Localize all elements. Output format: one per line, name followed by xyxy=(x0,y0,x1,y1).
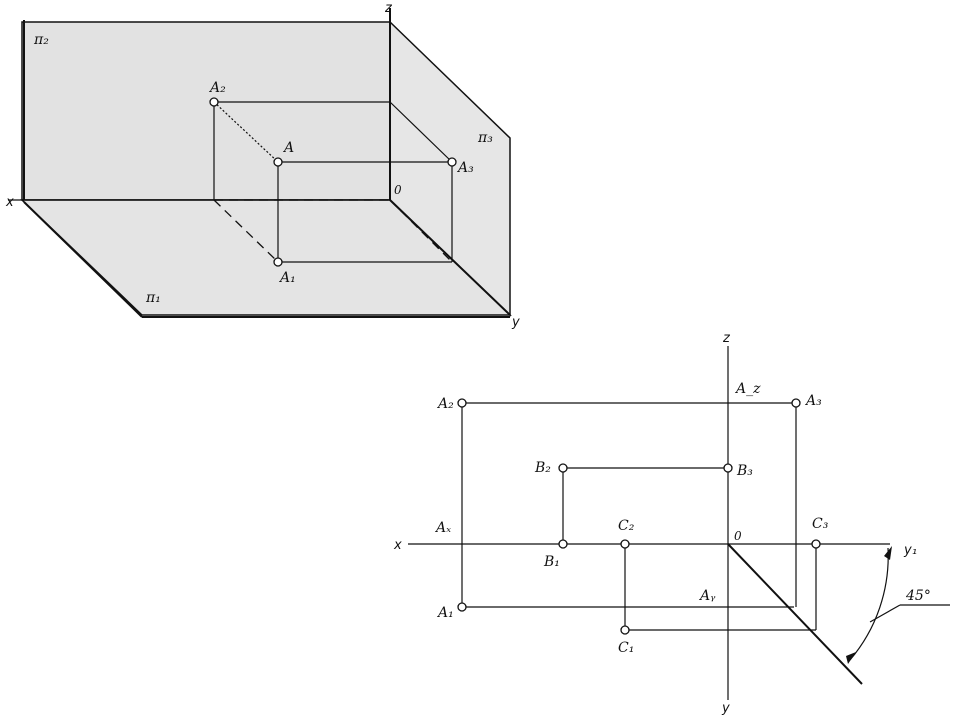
point-a xyxy=(273,157,283,167)
y-axis-line xyxy=(389,199,511,316)
origin-label: 0 xyxy=(394,183,402,197)
label-az: A_z xyxy=(734,381,761,397)
label-b3: B₃ xyxy=(736,463,753,479)
x-axis-label: x xyxy=(393,538,402,553)
plane-pi2 xyxy=(21,21,391,201)
point-a3 xyxy=(447,157,457,167)
arc-arrow-top xyxy=(884,546,892,560)
label-ay: Aᵧ xyxy=(698,588,716,604)
proj-line xyxy=(389,101,453,163)
point-c1 xyxy=(620,625,630,635)
point-c2 xyxy=(620,539,630,549)
pi1-left-edge xyxy=(23,201,143,318)
angle-leader xyxy=(869,604,901,623)
label-a: A xyxy=(282,140,294,156)
plane-pi3-label: π₃ xyxy=(477,130,493,146)
y1-axis-label: y₁ xyxy=(903,543,917,558)
diagonal-line xyxy=(727,543,863,685)
point-a2 xyxy=(457,398,467,408)
label-a3: A₃ xyxy=(804,393,822,409)
plane-pi2-label: π₂ xyxy=(33,32,49,48)
z-axis-label: z xyxy=(722,331,731,346)
point-b1 xyxy=(558,539,568,549)
angle-label: 45° xyxy=(905,588,931,604)
label-c1: C₁ xyxy=(618,640,634,656)
label-b2: B₂ xyxy=(534,460,551,476)
label-a1: A₁ xyxy=(278,270,296,286)
point-a1 xyxy=(457,602,467,612)
label-b1: B₁ xyxy=(543,554,560,570)
origin-label: 0 xyxy=(734,529,742,543)
angle-arc xyxy=(849,547,889,661)
arc-arrow-bottom xyxy=(846,652,856,664)
point-b2 xyxy=(558,463,568,473)
label-a2: A₂ xyxy=(208,80,226,96)
point-a2 xyxy=(209,97,219,107)
label-a2: A₂ xyxy=(436,396,454,412)
proj-line xyxy=(213,101,279,163)
x-axis-label: x xyxy=(5,195,14,210)
point-a1 xyxy=(273,257,283,267)
plane-pi1-label: π₁ xyxy=(145,290,161,306)
epure-figure: z x y y₁ 0 A₂ A_z A₃ B₂ B₃ Aₓ C₂ C₃ B₁ A… xyxy=(393,331,950,716)
z-axis-label: z xyxy=(384,1,393,16)
label-a1: A₁ xyxy=(436,605,454,621)
label-a3: A₃ xyxy=(456,160,474,176)
label-c2: C₂ xyxy=(618,518,635,534)
point-c3 xyxy=(811,539,821,549)
y-axis-label: y xyxy=(721,701,730,716)
point-a3 xyxy=(791,398,801,408)
point-b3 xyxy=(723,463,733,473)
y-axis-label: y xyxy=(511,315,520,330)
label-ax: Aₓ xyxy=(434,520,451,536)
spatial-figure: π₂ π₃ π₁ z x y 0 A₂ A A₃ A₁ xyxy=(5,1,520,330)
label-c3: C₃ xyxy=(812,516,829,532)
